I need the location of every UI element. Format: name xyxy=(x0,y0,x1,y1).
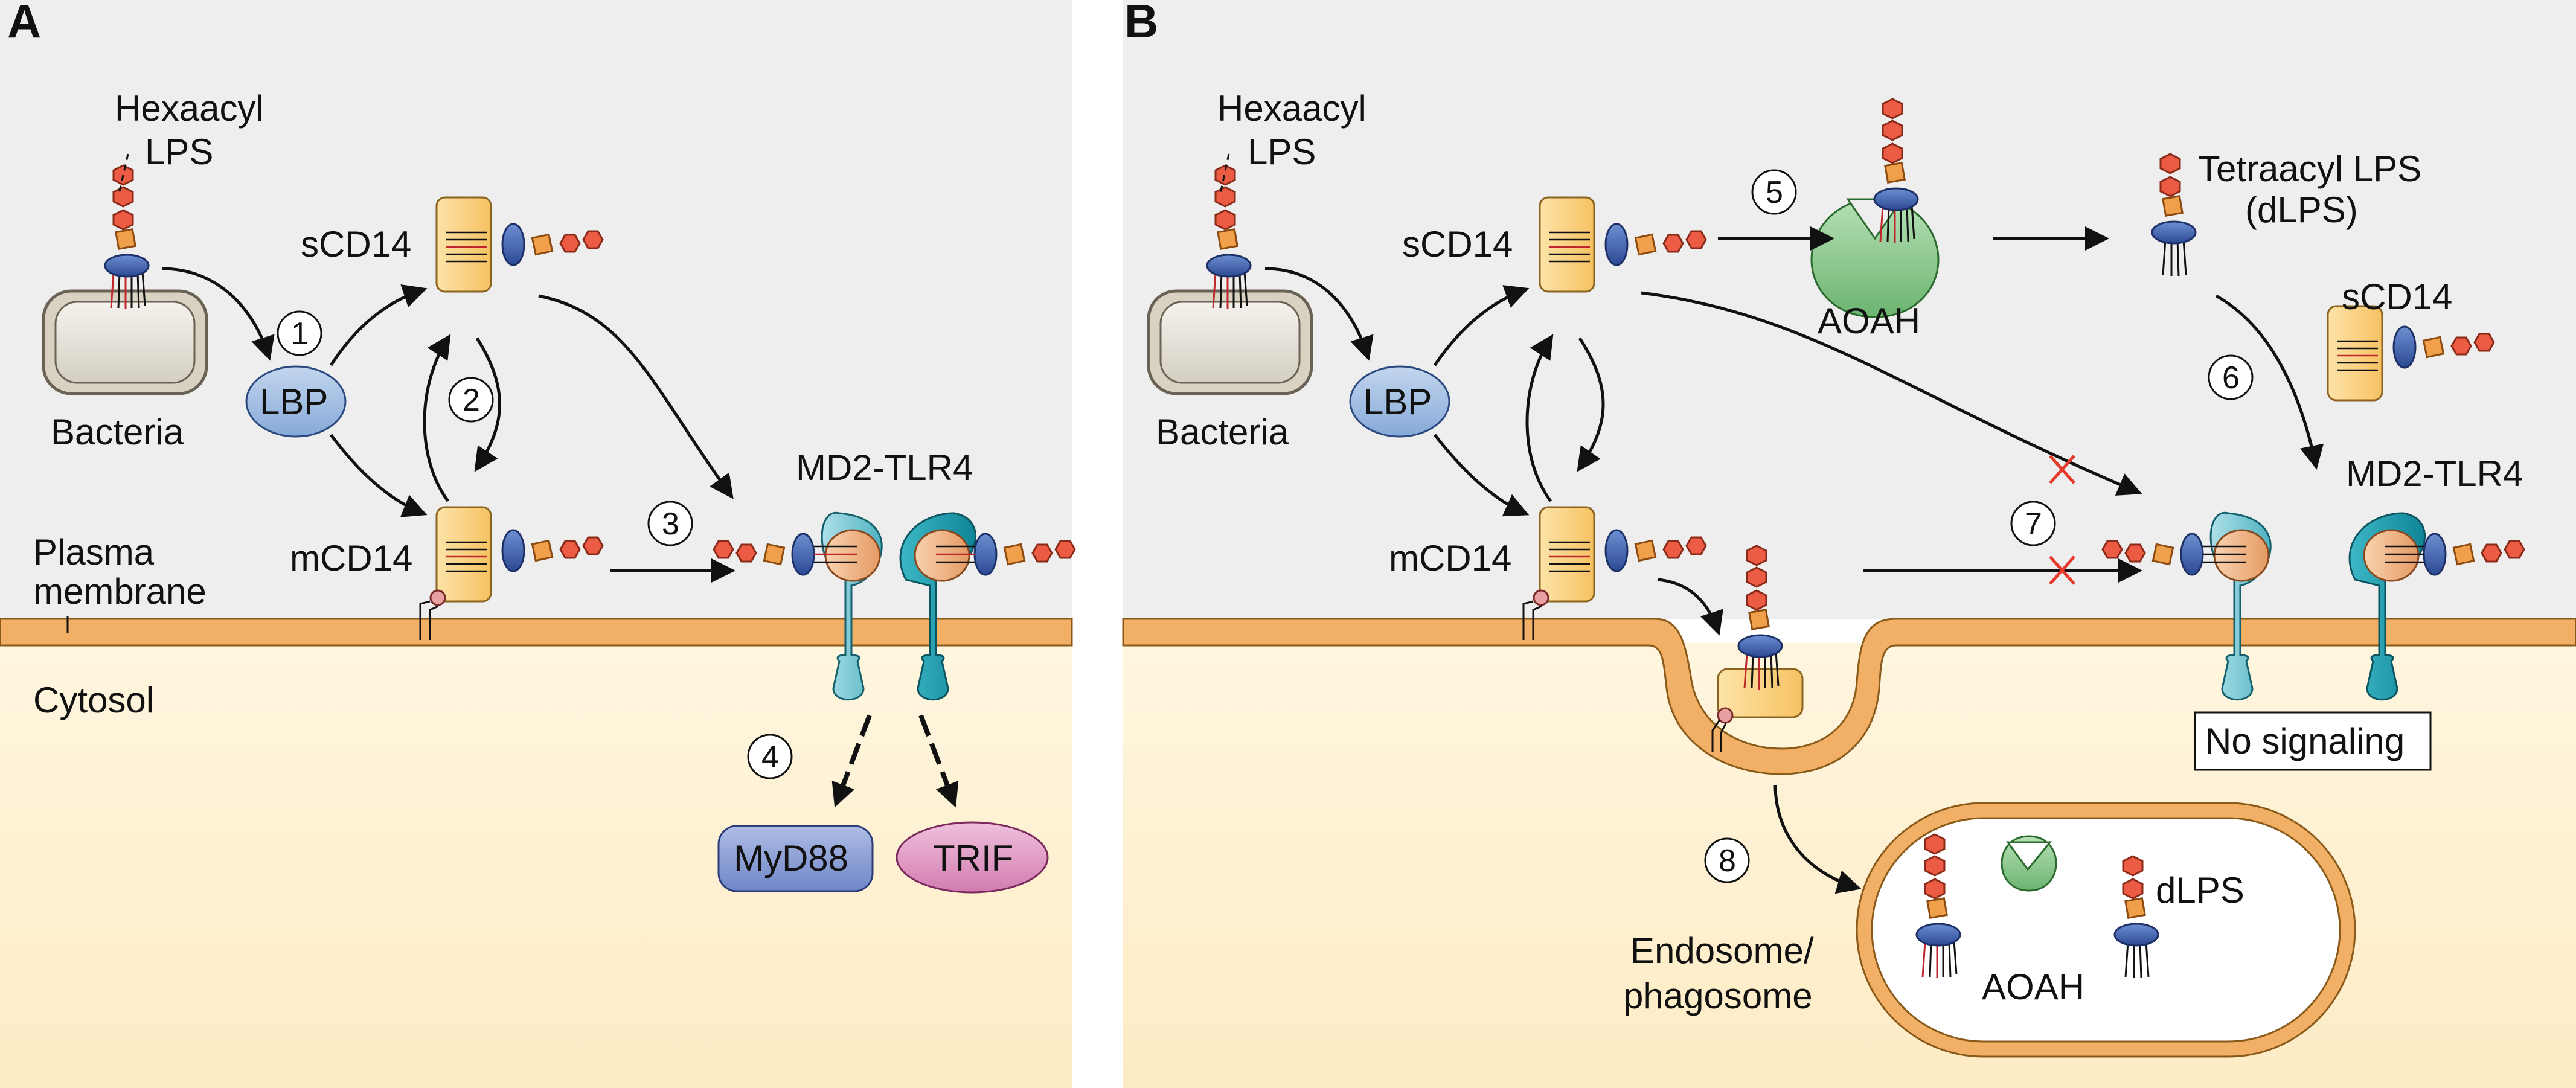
inhibition-x-marks xyxy=(2049,455,2075,585)
panel-letter-a: A xyxy=(7,0,41,48)
internalizing-cd14 xyxy=(1711,545,1804,752)
lbp-label-b: LBP xyxy=(1363,382,1432,422)
aoah-endosome-label: AOAH xyxy=(1982,967,2084,1007)
scd14-label-a: sCD14 xyxy=(301,224,411,264)
dlps-label: dLPS xyxy=(2156,870,2244,910)
scd14-right-label: sCD14 xyxy=(2342,277,2452,317)
panel-letter-b: B xyxy=(1124,0,1158,48)
arrows-b xyxy=(1264,226,2324,963)
plasma-membrane-label-1: Plasma xyxy=(33,532,155,572)
step-1: 1 xyxy=(291,316,309,351)
mcd14-a xyxy=(435,506,492,603)
step-circle-2 xyxy=(448,377,494,423)
lbp-a xyxy=(245,365,347,438)
lps-label-a-2: LPS xyxy=(145,132,213,172)
step-circle-8 xyxy=(1704,837,1750,883)
signal-arrows-a xyxy=(831,714,959,808)
step-2: 2 xyxy=(463,383,480,418)
mcd14-b xyxy=(1539,506,1595,603)
plasma-membrane-a xyxy=(0,618,1073,647)
step-circle-5 xyxy=(1751,169,1797,215)
panel-a: A Bacteria Hexaacyl LPS LBP 1 sCD14 mCD1… xyxy=(0,0,1076,1088)
arrows-a xyxy=(161,267,735,583)
lbp-label-a: LBP xyxy=(260,382,328,422)
lbp-b xyxy=(1349,365,1450,438)
myd88-label: MyD88 xyxy=(734,838,848,878)
bacteria-label-b: Bacteria xyxy=(1156,412,1289,452)
scd14-right-b xyxy=(2327,305,2383,402)
endosome-label-2: phagosome xyxy=(1623,976,1813,1016)
step-7: 7 xyxy=(2025,507,2042,542)
no-signaling-box xyxy=(2194,711,2432,771)
md2-tlr4-a xyxy=(713,511,1076,701)
plasma-membrane-label-2: membrane xyxy=(33,571,207,612)
cytosol-a xyxy=(0,643,1072,1088)
receptor-label-b: MD2-TLR4 xyxy=(2346,453,2523,494)
cytosol-label-a: Cytosol xyxy=(33,680,154,720)
mcd14-label-b: mCD14 xyxy=(1389,538,1511,578)
scd14-label-b: sCD14 xyxy=(1402,224,1513,264)
step-4: 4 xyxy=(761,740,779,775)
lps-label-a-1: Hexaacyl xyxy=(115,88,264,129)
step-circle-1 xyxy=(277,310,322,356)
step-circle-6 xyxy=(2208,354,2254,400)
step-6: 6 xyxy=(2222,360,2240,395)
step-3: 3 xyxy=(662,507,679,542)
plasma-membrane-b xyxy=(1122,618,2576,775)
step-5: 5 xyxy=(1766,175,1783,210)
scd14-b xyxy=(1539,196,1595,293)
step-8: 8 xyxy=(1719,843,1736,878)
lps-label-b-2: LPS xyxy=(1248,132,1316,172)
step-circle-4 xyxy=(747,734,793,779)
endosome-label-1: Endosome/ xyxy=(1630,930,1814,971)
tetraacyl-lps xyxy=(2151,153,2197,277)
scd14-a xyxy=(435,196,492,293)
no-signaling-label: No signaling xyxy=(2205,721,2405,761)
tetraacyl-label-1: Tetraacyl LPS xyxy=(2198,149,2421,189)
step-circle-7 xyxy=(2010,501,2056,546)
endosome xyxy=(1856,802,2356,1058)
aoah-label-b: AOAH xyxy=(1818,301,1920,341)
md2-tlr4-b xyxy=(2101,511,2525,701)
bacteria-a xyxy=(42,289,208,395)
receptor-label-a: MD2-TLR4 xyxy=(796,447,973,488)
mcd14-label-a: mCD14 xyxy=(290,538,412,578)
trif-label: TRIF xyxy=(933,838,1013,878)
bacteria-label-a: Bacteria xyxy=(51,412,184,452)
step-circle-3 xyxy=(647,501,693,546)
bacteria-b xyxy=(1147,289,1313,395)
lps-label-b-1: Hexaacyl xyxy=(1217,88,1366,129)
myd88-box xyxy=(717,825,874,892)
trif-box xyxy=(896,821,1049,894)
panel-b: B Bacteria Hexaacyl LPS LBP sCD14 mCD14 … xyxy=(1122,0,2576,1088)
tetraacyl-label-2: (dLPS) xyxy=(2245,190,2358,230)
